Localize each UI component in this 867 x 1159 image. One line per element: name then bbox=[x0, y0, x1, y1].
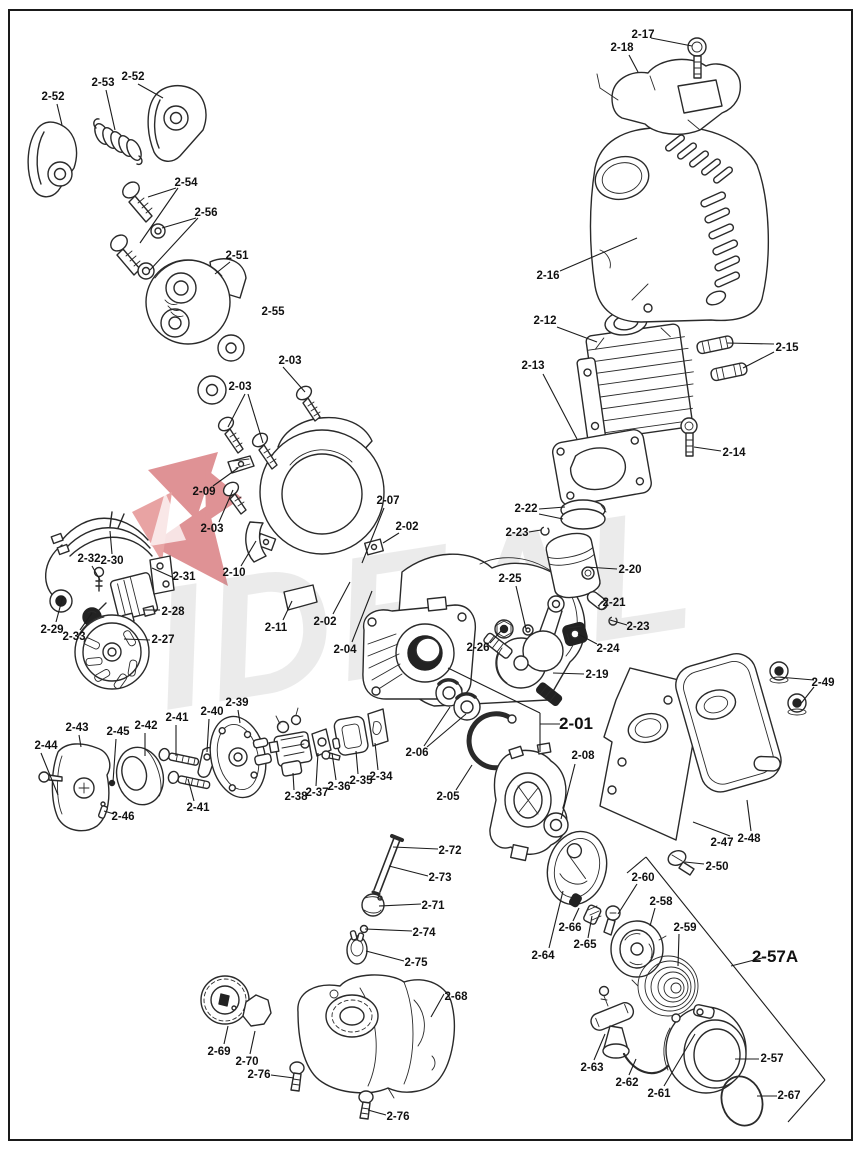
plug-boot-drawing bbox=[49, 589, 73, 613]
shield-screw-drawing bbox=[667, 850, 695, 876]
starter-housing-drawing bbox=[663, 1004, 747, 1094]
crankcase-half-drawing bbox=[489, 742, 568, 862]
starter-oring-drawing bbox=[720, 1075, 764, 1127]
clutch-washers-drawing bbox=[137, 223, 166, 280]
pawl-pin-drawing bbox=[568, 893, 582, 908]
starter-handle-drawing bbox=[590, 985, 635, 1059]
pin-clip-b-drawing bbox=[608, 616, 618, 626]
clutch-spring-drawing bbox=[93, 118, 143, 166]
housing-bolts-drawing bbox=[217, 385, 321, 515]
carb-screw-drawing bbox=[321, 750, 341, 761]
intake-gasket-drawing bbox=[367, 708, 389, 747]
primer-drawing bbox=[346, 930, 368, 965]
clutch-assembly-drawing bbox=[145, 258, 247, 345]
fuel-cap-drawing bbox=[200, 975, 250, 1025]
carb-gasket-drawing bbox=[311, 728, 332, 757]
wrist-pin-drawing bbox=[586, 591, 608, 611]
crankcase-front-drawing bbox=[362, 596, 477, 701]
muffler-nuts-drawing bbox=[769, 661, 807, 716]
coil-bracket-drawing bbox=[149, 555, 175, 595]
insulator-drawing bbox=[332, 715, 369, 756]
muffler-drawing bbox=[675, 653, 782, 793]
engine-shroud-drawing bbox=[589, 125, 770, 323]
filter-element-drawing bbox=[115, 746, 165, 806]
thrust-washers-drawing bbox=[197, 334, 245, 405]
cylinder-bolt-drawing bbox=[680, 417, 698, 457]
crank-washer-drawing bbox=[522, 624, 534, 636]
filter-pin-drawing bbox=[108, 779, 116, 787]
cover-pin-drawing bbox=[97, 801, 109, 819]
clip-bracket-drawing bbox=[227, 455, 255, 474]
carburetor-drawing bbox=[268, 707, 313, 777]
piston-drawing bbox=[545, 532, 601, 599]
tank-bolts-drawing bbox=[289, 1061, 374, 1120]
fuel-line-drawing bbox=[371, 834, 404, 896]
cylinder-studs-drawing bbox=[696, 335, 748, 382]
filter-cover-drawing bbox=[51, 743, 111, 832]
top-cover-drawing bbox=[596, 58, 742, 135]
starter-pulley-drawing bbox=[610, 920, 667, 978]
leader-lines bbox=[40, 37, 826, 1123]
flap-plate-drawing bbox=[283, 584, 318, 611]
cover-screw-drawing bbox=[687, 37, 707, 79]
heat-shield-drawing bbox=[599, 667, 704, 841]
pin-clip-a-drawing bbox=[540, 526, 550, 536]
clutch-bolts-drawing bbox=[110, 181, 153, 276]
piston-ring-drawing bbox=[560, 499, 607, 530]
filter-bolts-drawing bbox=[158, 747, 211, 790]
crank-nut-drawing bbox=[494, 619, 514, 639]
main-bearings-drawing bbox=[435, 678, 481, 721]
cylinder-gasket-drawing bbox=[551, 429, 652, 507]
fan-housing-drawing bbox=[255, 417, 385, 556]
fuel-filter-drawing bbox=[361, 893, 385, 917]
starter-bolt-drawing bbox=[603, 905, 621, 936]
pawl-carrier-drawing bbox=[546, 830, 608, 906]
page-border bbox=[8, 9, 853, 1141]
clutch-shoe-left-drawing bbox=[27, 121, 78, 198]
cap-gasket-drawing bbox=[242, 994, 272, 1027]
crankshaft-drawing bbox=[483, 595, 565, 707]
fuel-tank-drawing bbox=[297, 974, 455, 1099]
oil-seal-drawing bbox=[543, 812, 569, 838]
starter-spring-drawing bbox=[631, 955, 699, 1017]
filter-plate-drawing bbox=[209, 715, 272, 799]
clutch-shoe-right-drawing bbox=[147, 84, 207, 162]
flywheel-drawing bbox=[74, 614, 150, 690]
pawl-spacer-drawing bbox=[583, 904, 602, 925]
watermark-logo bbox=[132, 452, 242, 586]
